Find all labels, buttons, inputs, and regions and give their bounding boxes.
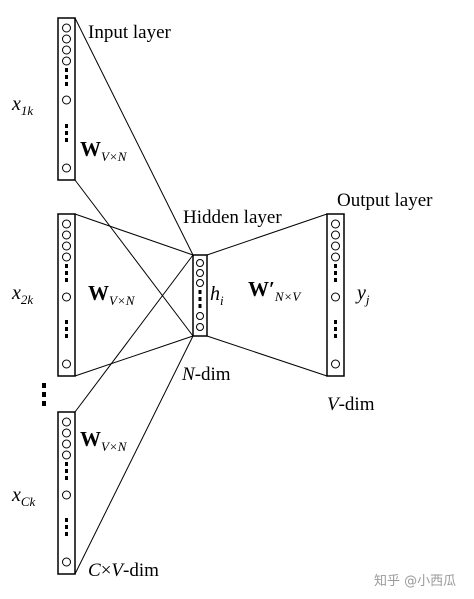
output-layer-label: Output layer bbox=[337, 190, 433, 211]
hidden-unit-label: hi bbox=[210, 283, 224, 308]
input-layer-label: Input layer bbox=[88, 22, 172, 43]
watermark-text: 知乎 @小西瓜 bbox=[374, 573, 456, 589]
xck-label: xCk bbox=[11, 484, 36, 509]
input-ellipsis-icon bbox=[42, 383, 46, 406]
line-input3-top bbox=[74, 254, 194, 413]
x2k-label: x2k bbox=[11, 282, 33, 307]
input-vector-c bbox=[57, 411, 76, 575]
v-dim-label: V-dim bbox=[327, 394, 375, 415]
w-label-1: WV×N bbox=[80, 137, 128, 164]
input-vector-2 bbox=[57, 213, 76, 377]
output-unit-label: yj bbox=[355, 282, 370, 307]
line-input2-top bbox=[74, 213, 194, 256]
line-input3-bottom bbox=[74, 335, 194, 575]
cv-dim-label: C×V-dim bbox=[88, 560, 159, 581]
line-input1-top bbox=[74, 17, 194, 256]
line-input1-bottom bbox=[74, 179, 194, 337]
n-dim-label: N-dim bbox=[181, 364, 231, 385]
line-input2-bottom bbox=[74, 335, 194, 377]
w-label-c: WV×N bbox=[80, 427, 128, 454]
line-output-bottom bbox=[206, 335, 328, 377]
output-vector bbox=[326, 213, 345, 377]
hidden-vector bbox=[192, 254, 208, 337]
input-vector-1 bbox=[57, 17, 76, 181]
hidden-layer-label: Hidden layer bbox=[183, 207, 282, 228]
w-prime-label: W′N×V bbox=[248, 277, 302, 304]
line-output-top bbox=[206, 213, 328, 256]
w-label-2: WV×N bbox=[88, 281, 136, 308]
x1k-label: x1k bbox=[11, 93, 33, 118]
connection-lines bbox=[74, 17, 328, 575]
